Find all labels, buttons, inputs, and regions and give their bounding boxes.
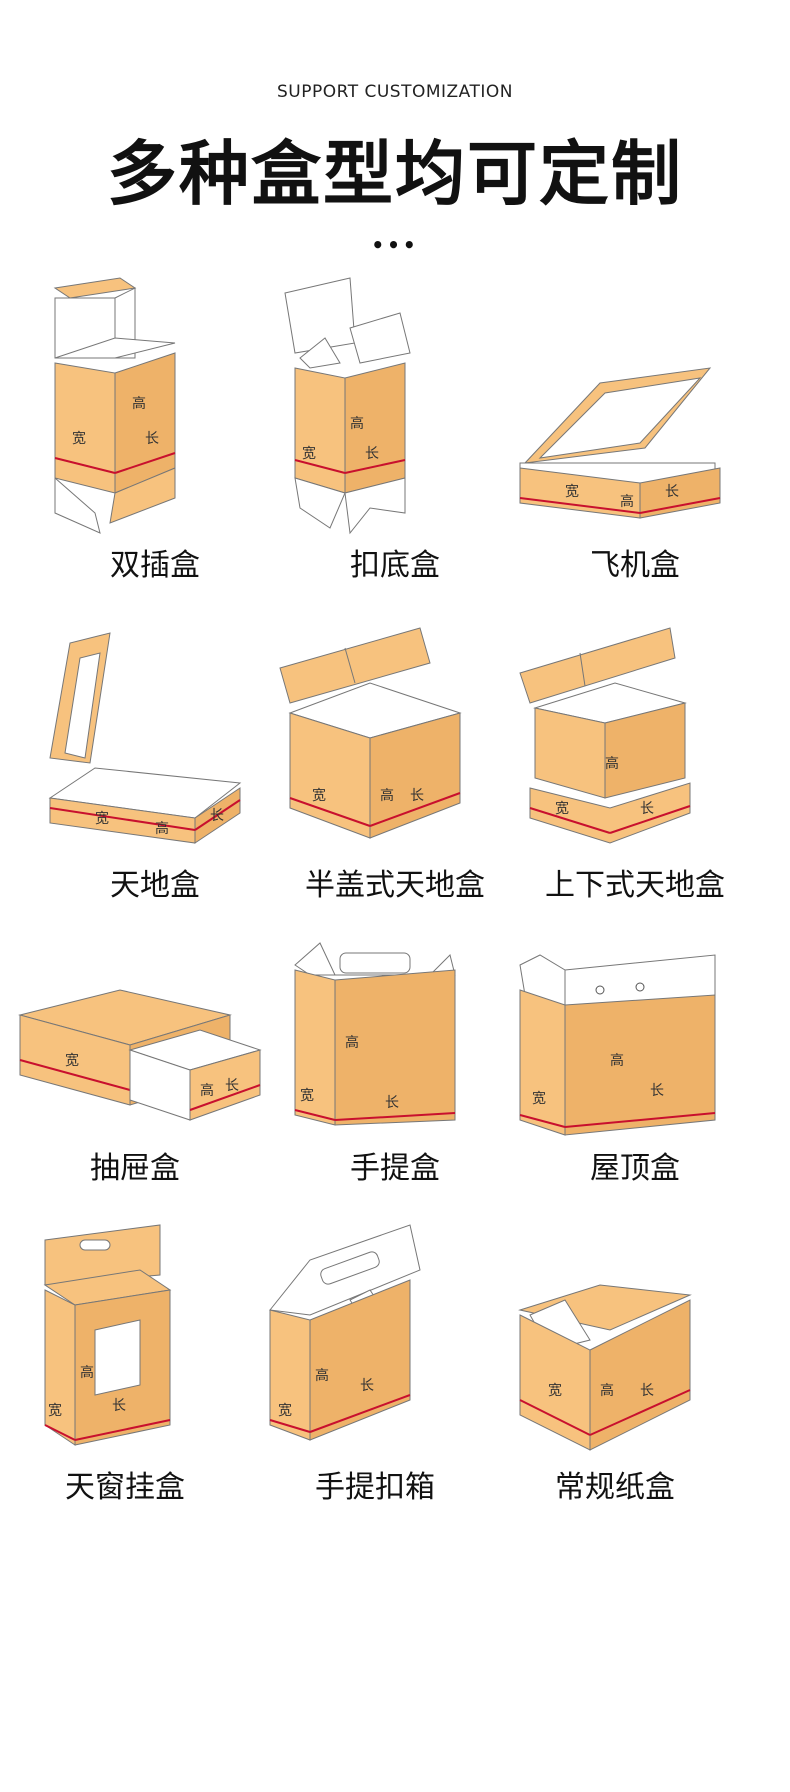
height-mark: 高 bbox=[200, 1082, 214, 1099]
box-label: 常规纸盒 bbox=[555, 1470, 675, 1505]
height-mark: 高 bbox=[605, 755, 619, 772]
box-card-lid-base: 宽 高 长 天地盒 bbox=[40, 628, 270, 958]
width-mark: 宽 bbox=[312, 787, 326, 804]
length-mark: 长 bbox=[665, 484, 679, 500]
height-mark: 高 bbox=[350, 415, 364, 432]
width-mark: 宽 bbox=[72, 430, 86, 447]
box-label: 天地盒 bbox=[110, 868, 200, 903]
length-mark: 长 bbox=[650, 1083, 664, 1099]
length-mark: 长 bbox=[640, 1383, 654, 1399]
box-card-half-lid: 宽 高 长 半盖式天地盒 bbox=[279, 627, 510, 958]
lid-base-box-icon: 宽 高 长 bbox=[48, 632, 242, 844]
box-card-lock-bottom: 宽 高 长 扣底盒 bbox=[280, 268, 510, 598]
box-card-handle: 宽 高 长 手提盒 bbox=[280, 935, 510, 1265]
subtitle: SUPPORT CUSTOMIZATION bbox=[277, 82, 513, 102]
length-mark: 长 bbox=[640, 801, 654, 817]
box-card-window-hanger: 宽 高 长 天窗挂盒 bbox=[30, 1220, 260, 1550]
length-mark: 长 bbox=[225, 1078, 239, 1094]
box-card-handle-lock: 宽 高 长 手提扣箱 bbox=[269, 1220, 500, 1550]
width-mark: 宽 bbox=[300, 1087, 314, 1104]
height-mark: 高 bbox=[315, 1367, 329, 1384]
page-title: 多种盒型均可定制 bbox=[107, 133, 683, 215]
length-mark: 长 bbox=[112, 1398, 126, 1414]
width-mark: 宽 bbox=[278, 1402, 292, 1419]
height-mark: 高 bbox=[80, 1364, 94, 1381]
height-mark: 高 bbox=[155, 820, 169, 837]
top-bottom-box-icon: 宽 高 长 bbox=[519, 627, 691, 844]
length-mark: 长 bbox=[145, 431, 159, 447]
half-lid-box-icon: 宽 高 长 bbox=[279, 627, 462, 839]
length-mark: 长 bbox=[365, 446, 379, 462]
handle-lock-carton-icon: 宽 高 长 bbox=[269, 1224, 421, 1441]
box-label: 半盖式天地盒 bbox=[305, 868, 485, 903]
length-mark: 长 bbox=[410, 788, 424, 804]
width-mark: 宽 bbox=[532, 1090, 546, 1107]
box-label: 扣底盒 bbox=[350, 548, 440, 583]
width-mark: 宽 bbox=[555, 800, 569, 817]
width-mark: 宽 bbox=[48, 1402, 62, 1419]
height-mark: 高 bbox=[610, 1052, 624, 1069]
height-mark: 高 bbox=[345, 1034, 359, 1051]
window-hanger-box-icon: 宽 高 长 bbox=[43, 1224, 172, 1446]
box-card-top-bottom: 宽 高 长 上下式天地盒 bbox=[519, 627, 750, 958]
length-mark: 长 bbox=[385, 1095, 399, 1111]
box-label: 上下式天地盒 bbox=[545, 868, 725, 903]
roof-box-icon: 宽 高 长 bbox=[519, 954, 716, 1136]
box-card-drawer: 宽 高 长 抽屉盒 bbox=[18, 935, 262, 1265]
height-mark: 高 bbox=[600, 1382, 614, 1399]
box-card-mailer: 宽 高 长 飞机盒 bbox=[519, 268, 750, 598]
height-mark: 高 bbox=[380, 787, 394, 804]
box-label: 屋顶盒 bbox=[590, 1151, 680, 1186]
box-label: 手提扣箱 bbox=[315, 1470, 435, 1505]
box-label: 双插盒 bbox=[110, 548, 200, 583]
box-card-tuck-end: 宽 高 长 双插盒 bbox=[40, 268, 270, 598]
height-mark: 高 bbox=[620, 493, 634, 510]
width-mark: 宽 bbox=[565, 483, 579, 500]
width-mark: 宽 bbox=[302, 445, 316, 462]
mailer-box-icon: 宽 高 长 bbox=[519, 367, 721, 519]
lock-bottom-box-icon: 宽 高 长 bbox=[284, 277, 411, 535]
box-label: 抽屉盒 bbox=[90, 1151, 180, 1186]
tuck-end-box-icon: 宽 高 长 bbox=[53, 277, 176, 534]
box-card-regular: 宽 高 长 常规纸盒 bbox=[518, 1220, 750, 1550]
box-label: 飞机盒 bbox=[590, 548, 680, 583]
handle-box-icon: 宽 高 长 bbox=[294, 942, 456, 1126]
length-mark: 长 bbox=[360, 1378, 374, 1394]
regular-carton-icon: 宽 高 长 bbox=[518, 1284, 692, 1451]
drawer-box-icon: 宽 高 长 bbox=[18, 989, 262, 1121]
width-mark: 宽 bbox=[65, 1052, 79, 1069]
width-mark: 宽 bbox=[95, 810, 109, 827]
length-mark: 长 bbox=[210, 808, 224, 824]
box-label: 天窗挂盒 bbox=[65, 1470, 185, 1505]
box-card-roof: 宽 高 长 屋顶盒 bbox=[519, 935, 750, 1265]
box-label: 手提盒 bbox=[350, 1151, 440, 1186]
height-mark: 高 bbox=[132, 395, 146, 412]
dots-divider: ••• bbox=[371, 233, 419, 257]
width-mark: 宽 bbox=[548, 1382, 562, 1399]
